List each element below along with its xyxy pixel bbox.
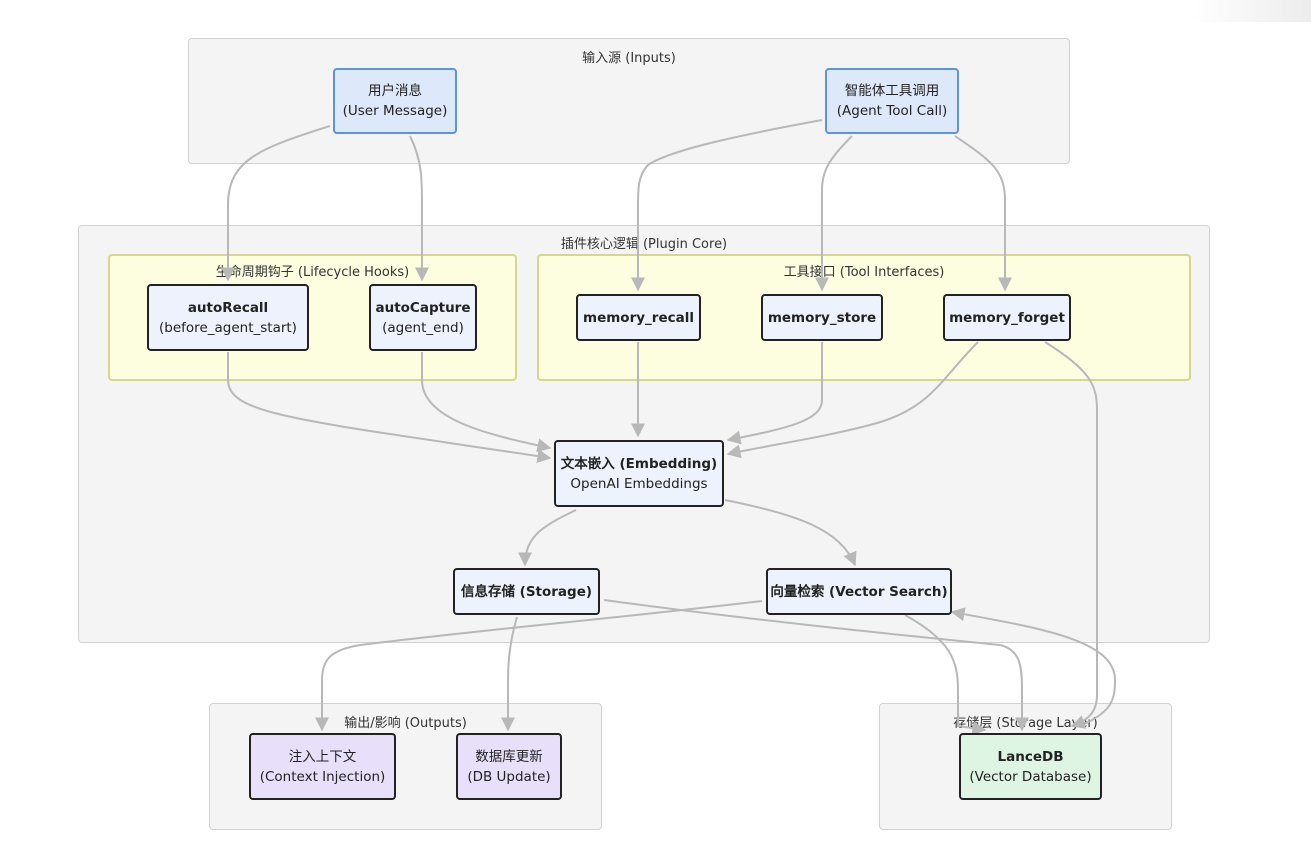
node-db-update-title: 数据库更新 xyxy=(475,748,543,765)
node-user-message-title: 用户消息 xyxy=(368,83,422,99)
node-context-injection[interactable]: 注入上下文 (Context Injection) xyxy=(249,733,396,800)
group-label-outputs: 输出/影响 (Outputs) xyxy=(344,716,467,731)
node-db-update[interactable]: 数据库更新 (DB Update) xyxy=(456,733,562,800)
node-autocapture[interactable]: autoCapture (agent_end) xyxy=(369,284,477,351)
node-embedding-title: 文本嵌入 (Embedding) xyxy=(560,455,718,472)
node-agent-tool-call[interactable]: 智能体工具调用 (Agent Tool Call) xyxy=(825,68,959,134)
group-label-inputs: 输入源 (Inputs) xyxy=(582,51,676,66)
node-autocapture-subtitle: (agent_end) xyxy=(382,319,464,336)
node-autorecall-subtitle: (before_agent_start) xyxy=(159,319,297,336)
node-context-injection-subtitle: (Context Injection) xyxy=(259,768,386,785)
group-label-tools: 工具接口 (Tool Interfaces) xyxy=(783,265,945,280)
node-memory-store-title: memory_store xyxy=(767,309,877,326)
group-label-storage: 存储层 (Storage Layer) xyxy=(953,716,1098,731)
node-autorecall-title: autoRecall xyxy=(187,299,269,316)
node-agent-tool-call-title: 智能体工具调用 xyxy=(844,83,940,99)
node-storage[interactable]: 信息存储 (Storage) xyxy=(453,568,600,615)
node-autorecall[interactable]: autoRecall (before_agent_start) xyxy=(147,284,309,351)
node-memory-forget-title: memory_forget xyxy=(949,309,1065,326)
node-context-injection-title: 注入上下文 xyxy=(288,748,357,765)
node-embedding[interactable]: 文本嵌入 (Embedding) OpenAI Embeddings xyxy=(554,440,724,507)
node-lancedb[interactable]: LanceDB (Vector Database) xyxy=(959,733,1102,800)
node-user-message[interactable]: 用户消息 (User Message) xyxy=(333,68,457,134)
node-vector-search-title: 向量检索 (Vector Search) xyxy=(770,583,948,600)
group-label-core: 插件核心逻辑 (Plugin Core) xyxy=(560,237,728,252)
node-lancedb-title: LanceDB xyxy=(997,748,1064,765)
node-memory-recall[interactable]: memory_recall xyxy=(576,294,701,341)
window-corner-shade xyxy=(1191,0,1311,22)
node-db-update-subtitle: (DB Update) xyxy=(467,768,551,785)
group-label-hooks: 生命周期钩子 (Lifecycle Hooks) xyxy=(215,265,410,280)
node-autocapture-title: autoCapture xyxy=(375,299,471,316)
node-storage-title: 信息存储 (Storage) xyxy=(460,583,593,600)
node-lancedb-subtitle: (Vector Database) xyxy=(969,768,1092,785)
node-memory-recall-title: memory_recall xyxy=(583,309,694,326)
node-memory-forget[interactable]: memory_forget xyxy=(943,294,1071,341)
node-embedding-subtitle: OpenAI Embeddings xyxy=(570,475,708,492)
node-memory-store[interactable]: memory_store xyxy=(761,294,883,341)
node-agent-tool-call-subtitle: (Agent Tool Call) xyxy=(836,103,948,119)
node-vector-search[interactable]: 向量检索 (Vector Search) xyxy=(766,568,952,615)
node-user-message-subtitle: (User Message) xyxy=(342,103,448,119)
